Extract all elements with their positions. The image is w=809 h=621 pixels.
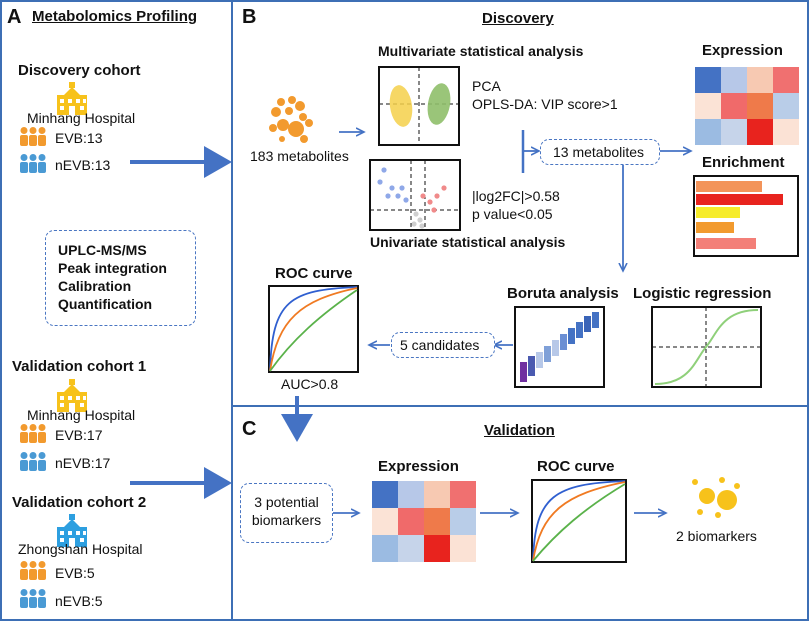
potential-biomarkers-box: 3 potential biomarkers [240,483,333,543]
metabolites-13-box: 13 metabolites [540,139,660,165]
candidates-box: 5 candidates [391,332,495,358]
validation2-nevb: nEVB:5 [55,593,103,609]
auc-label: AUC>0.8 [281,376,339,392]
validation1-nevb: nEVB:17 [55,455,111,471]
heatmap-icon [695,67,799,145]
panel-b-letter: B [242,6,257,28]
candidates-label: 5 candidates [400,337,480,353]
potential-biomarkers: 3 potential biomarkers [251,494,322,528]
metabolite-dots-icon [692,477,740,518]
roc-plot-icon [268,285,359,373]
heatmap-icon [372,481,476,562]
method-item: UPLC-MS/MS [58,242,147,258]
discovery-hospital: Minhang Hospital [27,110,136,126]
pca-label: PCA [472,78,501,94]
pvalue-label: p value<0.05 [472,206,553,222]
people-icon [20,127,46,146]
volcano-plot-icon [369,159,461,231]
enrichment-title: Enrichment [702,154,785,171]
validation1-evb: EVB:17 [55,427,103,443]
boruta-plot-icon [514,306,605,388]
logistic-title: Logistic regression [633,285,772,302]
expression-title-c: Expression [378,458,459,475]
panel-c-letter: C [242,418,257,440]
pca-plot-icon [378,66,460,146]
people-icon [20,424,46,443]
enrichment-bar-icon [693,175,799,257]
discovery-evb: EVB:13 [55,130,103,146]
validation2-title: Validation cohort 2 [12,494,147,511]
people-icon [20,452,46,471]
validation2-evb: EVB:5 [55,565,95,581]
univariate-title: Univariate statistical analysis [370,234,566,250]
validation1-title: Validation cohort 1 [12,358,147,375]
method-item: Quantification [58,296,153,312]
discovery-cohort-title: Discovery cohort [18,62,141,79]
panel-a-letter: A [7,6,22,28]
people-icon [20,589,46,608]
panel-a-title: Metabolomics Profiling [32,8,198,25]
roc-title-c: ROC curve [537,458,615,475]
biomarkers-label: 2 biomarkers [676,528,757,544]
oplsda-label: OPLS-DA: VIP score>1 [472,96,618,112]
panel-b-title: Discovery [482,10,554,27]
boruta-title: Boruta analysis [507,285,619,302]
sigmoid-plot-icon [651,306,762,388]
roc-plot-icon [531,479,627,563]
validation1-hospital: Minhang Hospital [27,407,136,423]
people-icon [20,154,46,173]
validation2-hospital: Zhongshan Hospital [18,541,143,557]
metabolite-dots-icon [269,96,313,143]
methods-box: UPLC-MS/MS Peak integration Calibration … [45,230,196,326]
method-item: Peak integration [58,260,167,276]
people-icon [20,561,46,580]
panel-c-title: Validation [484,422,555,439]
discovery-nevb: nEVB:13 [55,157,111,173]
expression-title-b: Expression [702,42,783,59]
log2fc-label: |log2FC|>0.58 [472,188,560,204]
multivariate-title: Multivariate statistical analysis [378,43,584,59]
method-item: Calibration [58,278,132,294]
metabolites-183: 183 metabolites [250,148,349,164]
metabolites-13: 13 metabolites [553,144,645,160]
roc-title-b: ROC curve [275,265,353,282]
